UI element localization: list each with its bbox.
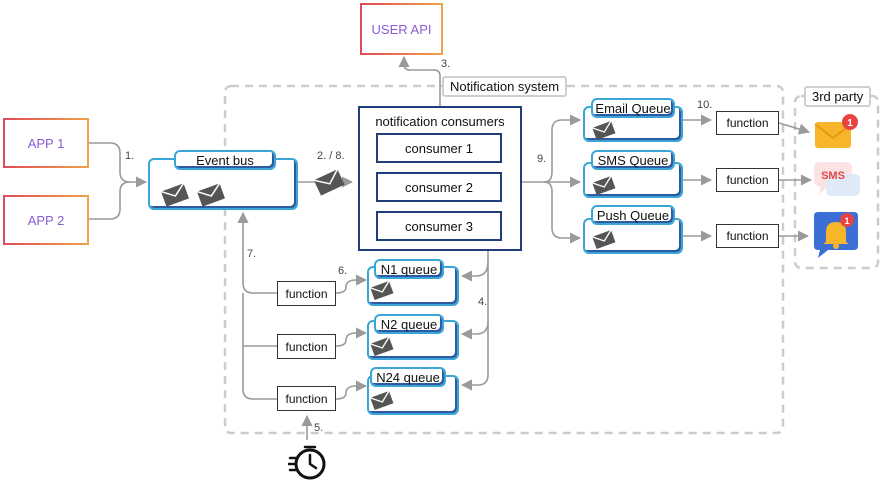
envelope-icon — [592, 175, 616, 196]
notification-consumers-title: notification consumers — [375, 114, 505, 129]
app2-label: APP 2 — [27, 212, 65, 228]
consumer-label: consumer 2 — [405, 179, 473, 195]
envelope-icon — [592, 120, 616, 141]
envelope-icon — [592, 229, 616, 250]
function-label: function — [726, 173, 769, 187]
function-label: function — [285, 391, 328, 406]
consumer-label: consumer 1 — [405, 140, 473, 156]
sms-icon-text: SMS — [821, 170, 845, 182]
app1-label: APP 1 — [27, 135, 65, 151]
scheduler-clock-icon — [288, 445, 326, 480]
sms-queue-header: SMS Queue — [591, 150, 675, 170]
function-box: function — [716, 111, 779, 135]
n24-queue-label: N24 queue — [376, 369, 440, 385]
email-queue-header: Email Queue — [591, 98, 675, 118]
email-queue-label: Email Queue — [595, 100, 671, 116]
push-queue-label: Push Queue — [596, 207, 670, 223]
app1-box: APP 1 — [3, 118, 89, 168]
sms-icon: SMS — [814, 162, 860, 196]
envelope-icon — [370, 280, 394, 301]
step-label: 1. — [125, 150, 135, 162]
push-badge-count: 1 — [844, 216, 849, 226]
step-label: 10. — [697, 99, 713, 111]
step-label: 3. — [441, 58, 451, 70]
n1-queue-header: N1 queue — [374, 259, 444, 279]
n2-queue-label: N2 queue — [380, 316, 438, 332]
email-badge-count: 1 — [847, 118, 853, 129]
function-box: function — [277, 281, 336, 306]
step-label: 2. / 8. — [317, 150, 345, 162]
envelope-icon — [196, 182, 226, 207]
n1-queue-label: N1 queue — [380, 261, 438, 277]
function-label: function — [726, 116, 769, 130]
function-box: function — [716, 168, 779, 192]
step-label: 6. — [338, 265, 348, 277]
event-bus-label: Event bus — [196, 152, 254, 168]
n24-queue-header: N24 queue — [370, 367, 446, 387]
third-party-label: 3rd party — [804, 86, 872, 107]
function-box: function — [277, 334, 336, 359]
push-queue-header: Push Queue — [591, 205, 675, 225]
step-label: 5. — [314, 422, 324, 434]
function-label: function — [285, 286, 328, 301]
envelope-icon — [370, 336, 394, 357]
step-label: 4. — [478, 296, 488, 308]
user-api-box: USER API — [360, 3, 443, 55]
consumer-box: consumer 2 — [376, 172, 502, 202]
function-box: function — [716, 224, 779, 248]
step-label: 9. — [537, 153, 547, 165]
sms-queue-label: SMS Queue — [597, 152, 669, 168]
bell-icon: 1 — [814, 212, 858, 258]
consumer-label: consumer 3 — [405, 218, 473, 234]
envelope-icon — [313, 168, 345, 196]
consumer-box: consumer 1 — [376, 133, 502, 163]
event-bus-header: Event bus — [174, 150, 276, 170]
envelope-icon — [160, 182, 190, 207]
app2-box: APP 2 — [3, 195, 89, 245]
notification-system-label: Notification system — [442, 76, 568, 97]
n2-queue-header: N2 queue — [374, 314, 444, 334]
function-label: function — [726, 229, 769, 243]
user-api-label: USER API — [371, 21, 432, 37]
step-label: 7. — [247, 248, 257, 260]
function-label: function — [285, 339, 328, 354]
envelope-icon — [370, 390, 394, 411]
function-box: function — [277, 386, 336, 411]
consumer-box: consumer 3 — [376, 211, 502, 241]
email-icon: 1 — [814, 114, 858, 148]
